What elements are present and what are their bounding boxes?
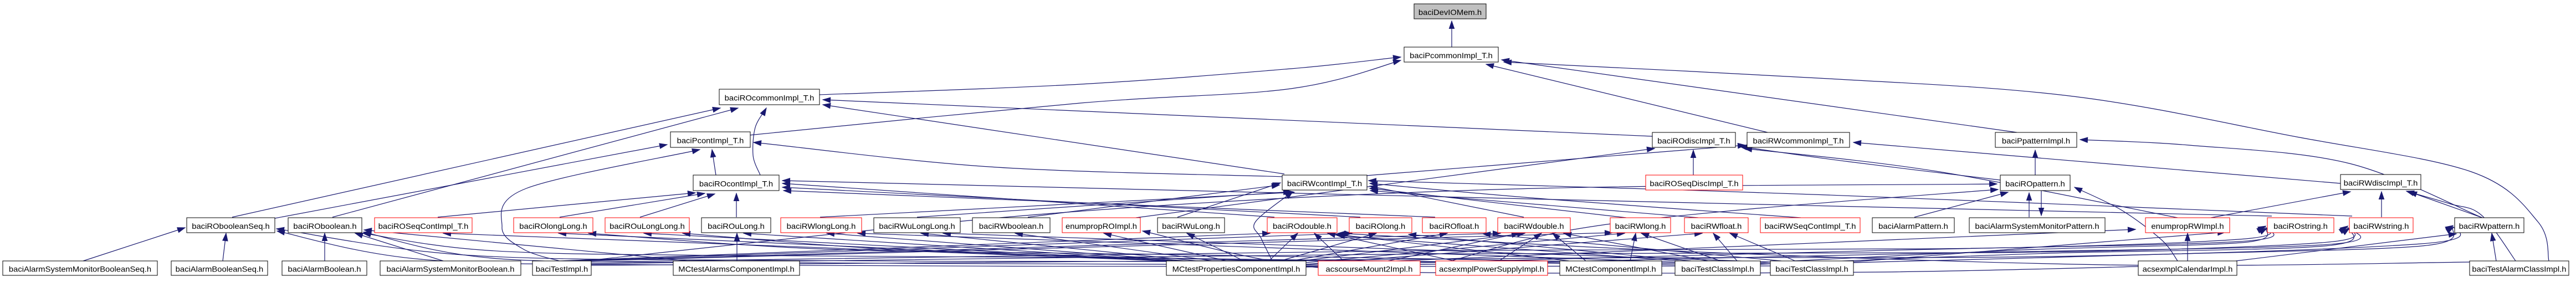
svg-text:baciROSeqDiscImpl_T.h: baciROSeqDiscImpl_T.h [1650, 179, 1738, 188]
svg-text:baciPcontImpl_T.h: baciPcontImpl_T.h [677, 136, 744, 145]
svg-text:baciRWuLongLong.h: baciRWuLongLong.h [879, 222, 955, 230]
svg-text:acscourseMount2Impl.h: acscourseMount2Impl.h [1326, 265, 1413, 274]
svg-text:baciPpatternImpl.h: baciPpatternImpl.h [2002, 136, 2070, 145]
svg-text:baciROlong.h: baciROlong.h [1356, 222, 1406, 230]
svg-text:baciRWSeqContImpl_T.h: baciRWSeqContImpl_T.h [1765, 222, 1856, 230]
svg-text:baciROcommonImpl_T.h: baciROcommonImpl_T.h [725, 94, 815, 102]
svg-text:baciAlarmBoolean.h: baciAlarmBoolean.h [288, 265, 361, 274]
svg-text:baciTestImpl.h: baciTestImpl.h [536, 265, 588, 274]
svg-text:baciROlongLong.h: baciROlongLong.h [519, 222, 587, 230]
svg-text:baciAlarmSystemMonitorBooleanS: baciAlarmSystemMonitorBooleanSeq.h [9, 265, 151, 274]
svg-text:baciRWcontImpl_T.h: baciRWcontImpl_T.h [1287, 179, 1362, 188]
svg-text:acsexmplPowerSupplyImpl.h: acsexmplPowerSupplyImpl.h [1439, 265, 1544, 274]
svg-text:baciRWlong.h: baciRWlong.h [1615, 222, 1666, 230]
svg-text:baciRWlongLong.h: baciRWlongLong.h [787, 222, 856, 230]
svg-text:baciTestClassImpl.h: baciTestClassImpl.h [1775, 265, 1848, 274]
svg-text:acsexmplCalendarImpl.h: acsexmplCalendarImpl.h [2143, 265, 2233, 274]
svg-text:enumpropRWImpl.h: enumpropRWImpl.h [2151, 222, 2224, 230]
svg-text:baciROstring.h: baciROstring.h [2273, 222, 2328, 230]
svg-text:enumpropROImpl.h: enumpropROImpl.h [1066, 222, 1137, 230]
svg-text:baciROboolean.h: baciROboolean.h [293, 222, 356, 230]
svg-text:baciROuLong.h: baciROuLong.h [708, 222, 765, 230]
svg-text:baciRWboolean.h: baciRWboolean.h [979, 222, 1043, 230]
svg-text:baciAlarmBooleanSeq.h: baciAlarmBooleanSeq.h [176, 265, 264, 274]
svg-text:baciROfloat.h: baciROfloat.h [1430, 222, 1479, 230]
svg-text:baciROcontImpl_T.h: baciROcontImpl_T.h [699, 180, 773, 188]
svg-text:baciRWdouble.h: baciRWdouble.h [1504, 222, 1564, 230]
svg-text:MCtestComponentImpl.h: MCtestComponentImpl.h [1565, 265, 1656, 274]
svg-text:baciROpattern.h: baciROpattern.h [2005, 180, 2065, 188]
svg-text:baciPcommonImpl_T.h: baciPcommonImpl_T.h [1410, 51, 1493, 60]
svg-text:baciROSeqContImpl_T.h: baciROSeqContImpl_T.h [378, 222, 469, 230]
svg-text:baciRWdiscImpl_T.h: baciRWdiscImpl_T.h [2344, 178, 2418, 187]
svg-text:baciAlarmSystemMonitorBoolean.: baciAlarmSystemMonitorBoolean.h [387, 265, 515, 274]
svg-text:MCtestPropertiesComponentImpl.: MCtestPropertiesComponentImpl.h [1172, 265, 1300, 274]
svg-text:baciRWpattern.h: baciRWpattern.h [2459, 222, 2520, 230]
svg-text:baciRObooleanSeq.h: baciRObooleanSeq.h [192, 222, 270, 230]
svg-text:baciAlarmSystemMonitorPattern.: baciAlarmSystemMonitorPattern.h [1975, 222, 2099, 230]
svg-text:MCtestAlarmsComponentImpl.h: MCtestAlarmsComponentImpl.h [678, 265, 795, 274]
svg-text:baciRWfloat.h: baciRWfloat.h [1691, 222, 1742, 230]
svg-text:baciAlarmPattern.h: baciAlarmPattern.h [1878, 222, 1948, 230]
svg-text:baciRWcommonImpl_T.h: baciRWcommonImpl_T.h [1753, 136, 1844, 145]
svg-text:baciRWstring.h: baciRWstring.h [2354, 222, 2409, 230]
svg-text:baciTestClassImpl.h: baciTestClassImpl.h [1681, 265, 1754, 274]
svg-text:baciROdouble.h: baciROdouble.h [1273, 222, 1331, 230]
svg-text:baciDevIOMem.h: baciDevIOMem.h [1418, 8, 1482, 17]
svg-text:baciTestAlarmClassImpl.h: baciTestAlarmClassImpl.h [2472, 265, 2566, 274]
svg-text:baciRWuLong.h: baciRWuLong.h [1162, 222, 1220, 230]
svg-text:baciROuLongLong.h: baciROuLongLong.h [610, 222, 685, 230]
svg-text:baciROdiscImpl_T.h: baciROdiscImpl_T.h [1657, 136, 1730, 145]
